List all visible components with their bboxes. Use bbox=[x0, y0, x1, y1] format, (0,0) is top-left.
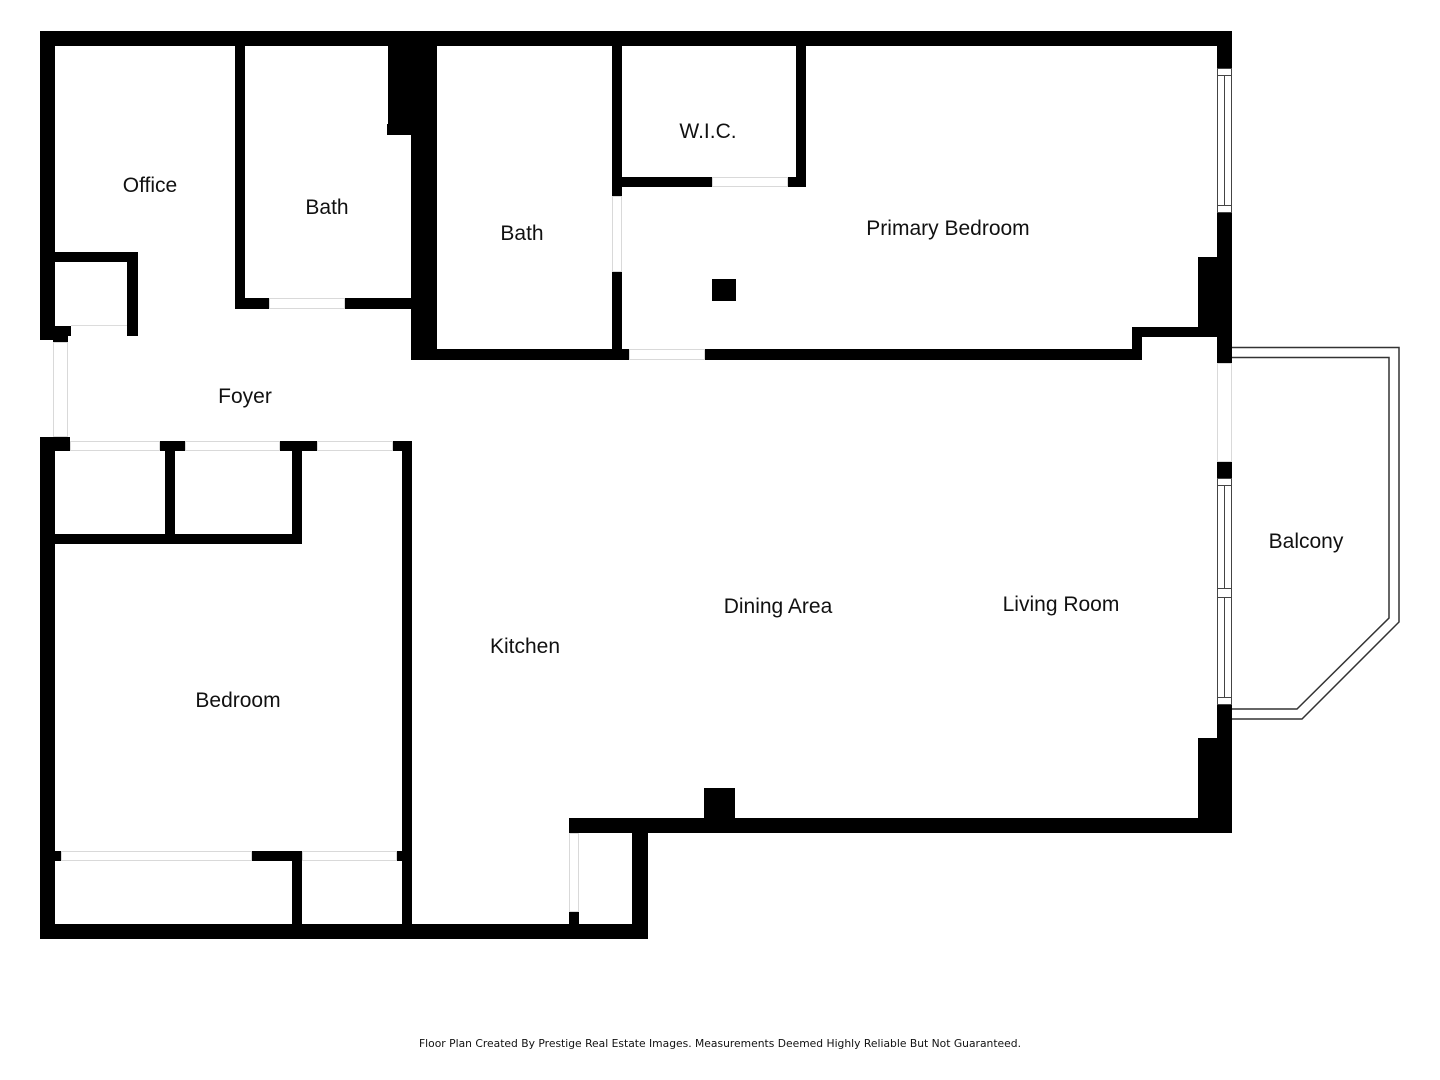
bedroom-door bbox=[317, 441, 393, 451]
room-label-dining-area: Dining Area bbox=[724, 595, 833, 618]
wall-outer-top bbox=[40, 31, 1232, 46]
room-label-bath: Bath bbox=[305, 196, 348, 219]
primary-bedroom-door bbox=[629, 349, 705, 360]
room-labels: Office Bath Bath W.I.C. Primary Bedroom … bbox=[123, 120, 1344, 712]
room-label-bedroom: Bedroom bbox=[195, 689, 280, 712]
wall-kitchen-nook-left-stub bbox=[569, 912, 579, 924]
wall-bath-bottom-left bbox=[235, 298, 269, 309]
balcony-rail-outer bbox=[1232, 346, 1400, 720]
wall-living-bottom bbox=[569, 818, 1232, 833]
wall-wic-bottom bbox=[622, 177, 712, 187]
wall-living-pier bbox=[1198, 738, 1217, 833]
window-living-room bbox=[1217, 478, 1232, 705]
wall-outer-right-1 bbox=[1217, 31, 1232, 68]
wall-office-bath-divider bbox=[235, 46, 245, 309]
wic-door bbox=[712, 177, 788, 187]
wall-primary-bath-right-upper bbox=[612, 46, 622, 196]
wall-bedroom-closet-cap-3 bbox=[397, 851, 412, 861]
wall-bedroom-door-cap bbox=[393, 441, 412, 451]
wall-outer-right-3 bbox=[1217, 462, 1232, 478]
room-label-living-room: Living Room bbox=[1003, 593, 1120, 616]
wall-kitchen-nook-right bbox=[632, 818, 648, 939]
wall-chase-top bbox=[388, 46, 437, 124]
wall-wic-right bbox=[796, 46, 806, 187]
balcony-rail-inner bbox=[1232, 356, 1390, 710]
wall-entry-jamb-upper bbox=[53, 326, 71, 336]
wall-bedroom-closet-cap-2 bbox=[252, 851, 302, 861]
bath-door bbox=[269, 298, 345, 309]
wall-primary-bath-right-lower bbox=[612, 272, 622, 360]
kitchen-window bbox=[569, 833, 579, 912]
column-dining bbox=[704, 788, 735, 818]
wall-outer-right-2 bbox=[1217, 213, 1232, 363]
wall-office-closet-top bbox=[55, 252, 138, 262]
room-label-balcony: Balcony bbox=[1269, 530, 1344, 553]
wall-bath-bottom-right bbox=[345, 298, 411, 309]
wall-primary-bath-bottom bbox=[411, 349, 629, 360]
wall-primary-bedroom-bottom bbox=[705, 349, 1142, 360]
wall-office-closet-right bbox=[127, 252, 138, 336]
wall-entry-jamb-lower bbox=[40, 437, 70, 451]
wall-outer-left-lower bbox=[40, 437, 55, 939]
wall-bedroom-closet-cap-1 bbox=[55, 851, 61, 861]
wall-foyer-closet-divider-2 bbox=[292, 441, 302, 544]
bedroom-closet-door-2 bbox=[302, 851, 397, 861]
balcony-railing bbox=[1232, 346, 1400, 720]
wall-bath-primary-bath-divider bbox=[411, 135, 437, 360]
room-label-primary-bath: Bath bbox=[500, 222, 543, 245]
wall-outer-left-upper bbox=[40, 31, 55, 340]
room-label-primary-bedroom: Primary Bedroom bbox=[866, 217, 1029, 240]
room-label-wic: W.I.C. bbox=[679, 120, 736, 143]
column-primary-bedroom bbox=[712, 279, 736, 301]
footer-disclaimer: Floor Plan Created By Prestige Real Esta… bbox=[419, 1037, 1021, 1050]
window-primary-bedroom bbox=[1217, 68, 1232, 213]
walls bbox=[40, 31, 1232, 939]
room-label-office: Office bbox=[123, 174, 177, 197]
primary-bath-door bbox=[612, 196, 622, 272]
office-closet-door bbox=[71, 325, 127, 326]
room-label-kitchen: Kitchen bbox=[490, 635, 560, 658]
balcony-door bbox=[1217, 363, 1232, 462]
openings bbox=[53, 177, 1232, 912]
wall-outer-bottom bbox=[40, 924, 648, 939]
wall-chase-notch bbox=[387, 124, 437, 135]
wall-outer-right-4 bbox=[1217, 705, 1232, 833]
wall-bedroom-closet-divider bbox=[292, 851, 302, 924]
wall-entry-jamb-upper-2 bbox=[53, 336, 68, 342]
wall-primary-bedroom-step-horizontal bbox=[1132, 327, 1217, 337]
foyer-closet-door-1 bbox=[70, 441, 160, 451]
room-label-foyer: Foyer bbox=[218, 385, 272, 408]
wall-foyer-closet-bottom bbox=[55, 534, 302, 544]
wall-primary-bedroom-step-vertical bbox=[1132, 327, 1142, 360]
foyer-closet-door-2 bbox=[185, 441, 280, 451]
bedroom-closet-door-1 bbox=[61, 851, 252, 861]
wall-primary-bedroom-pier bbox=[1198, 257, 1217, 337]
wall-bedroom-right bbox=[402, 441, 412, 924]
wall-foyer-closet-divider-1 bbox=[165, 441, 175, 544]
window-frame bbox=[1217, 478, 1232, 705]
entry-door bbox=[53, 342, 68, 437]
